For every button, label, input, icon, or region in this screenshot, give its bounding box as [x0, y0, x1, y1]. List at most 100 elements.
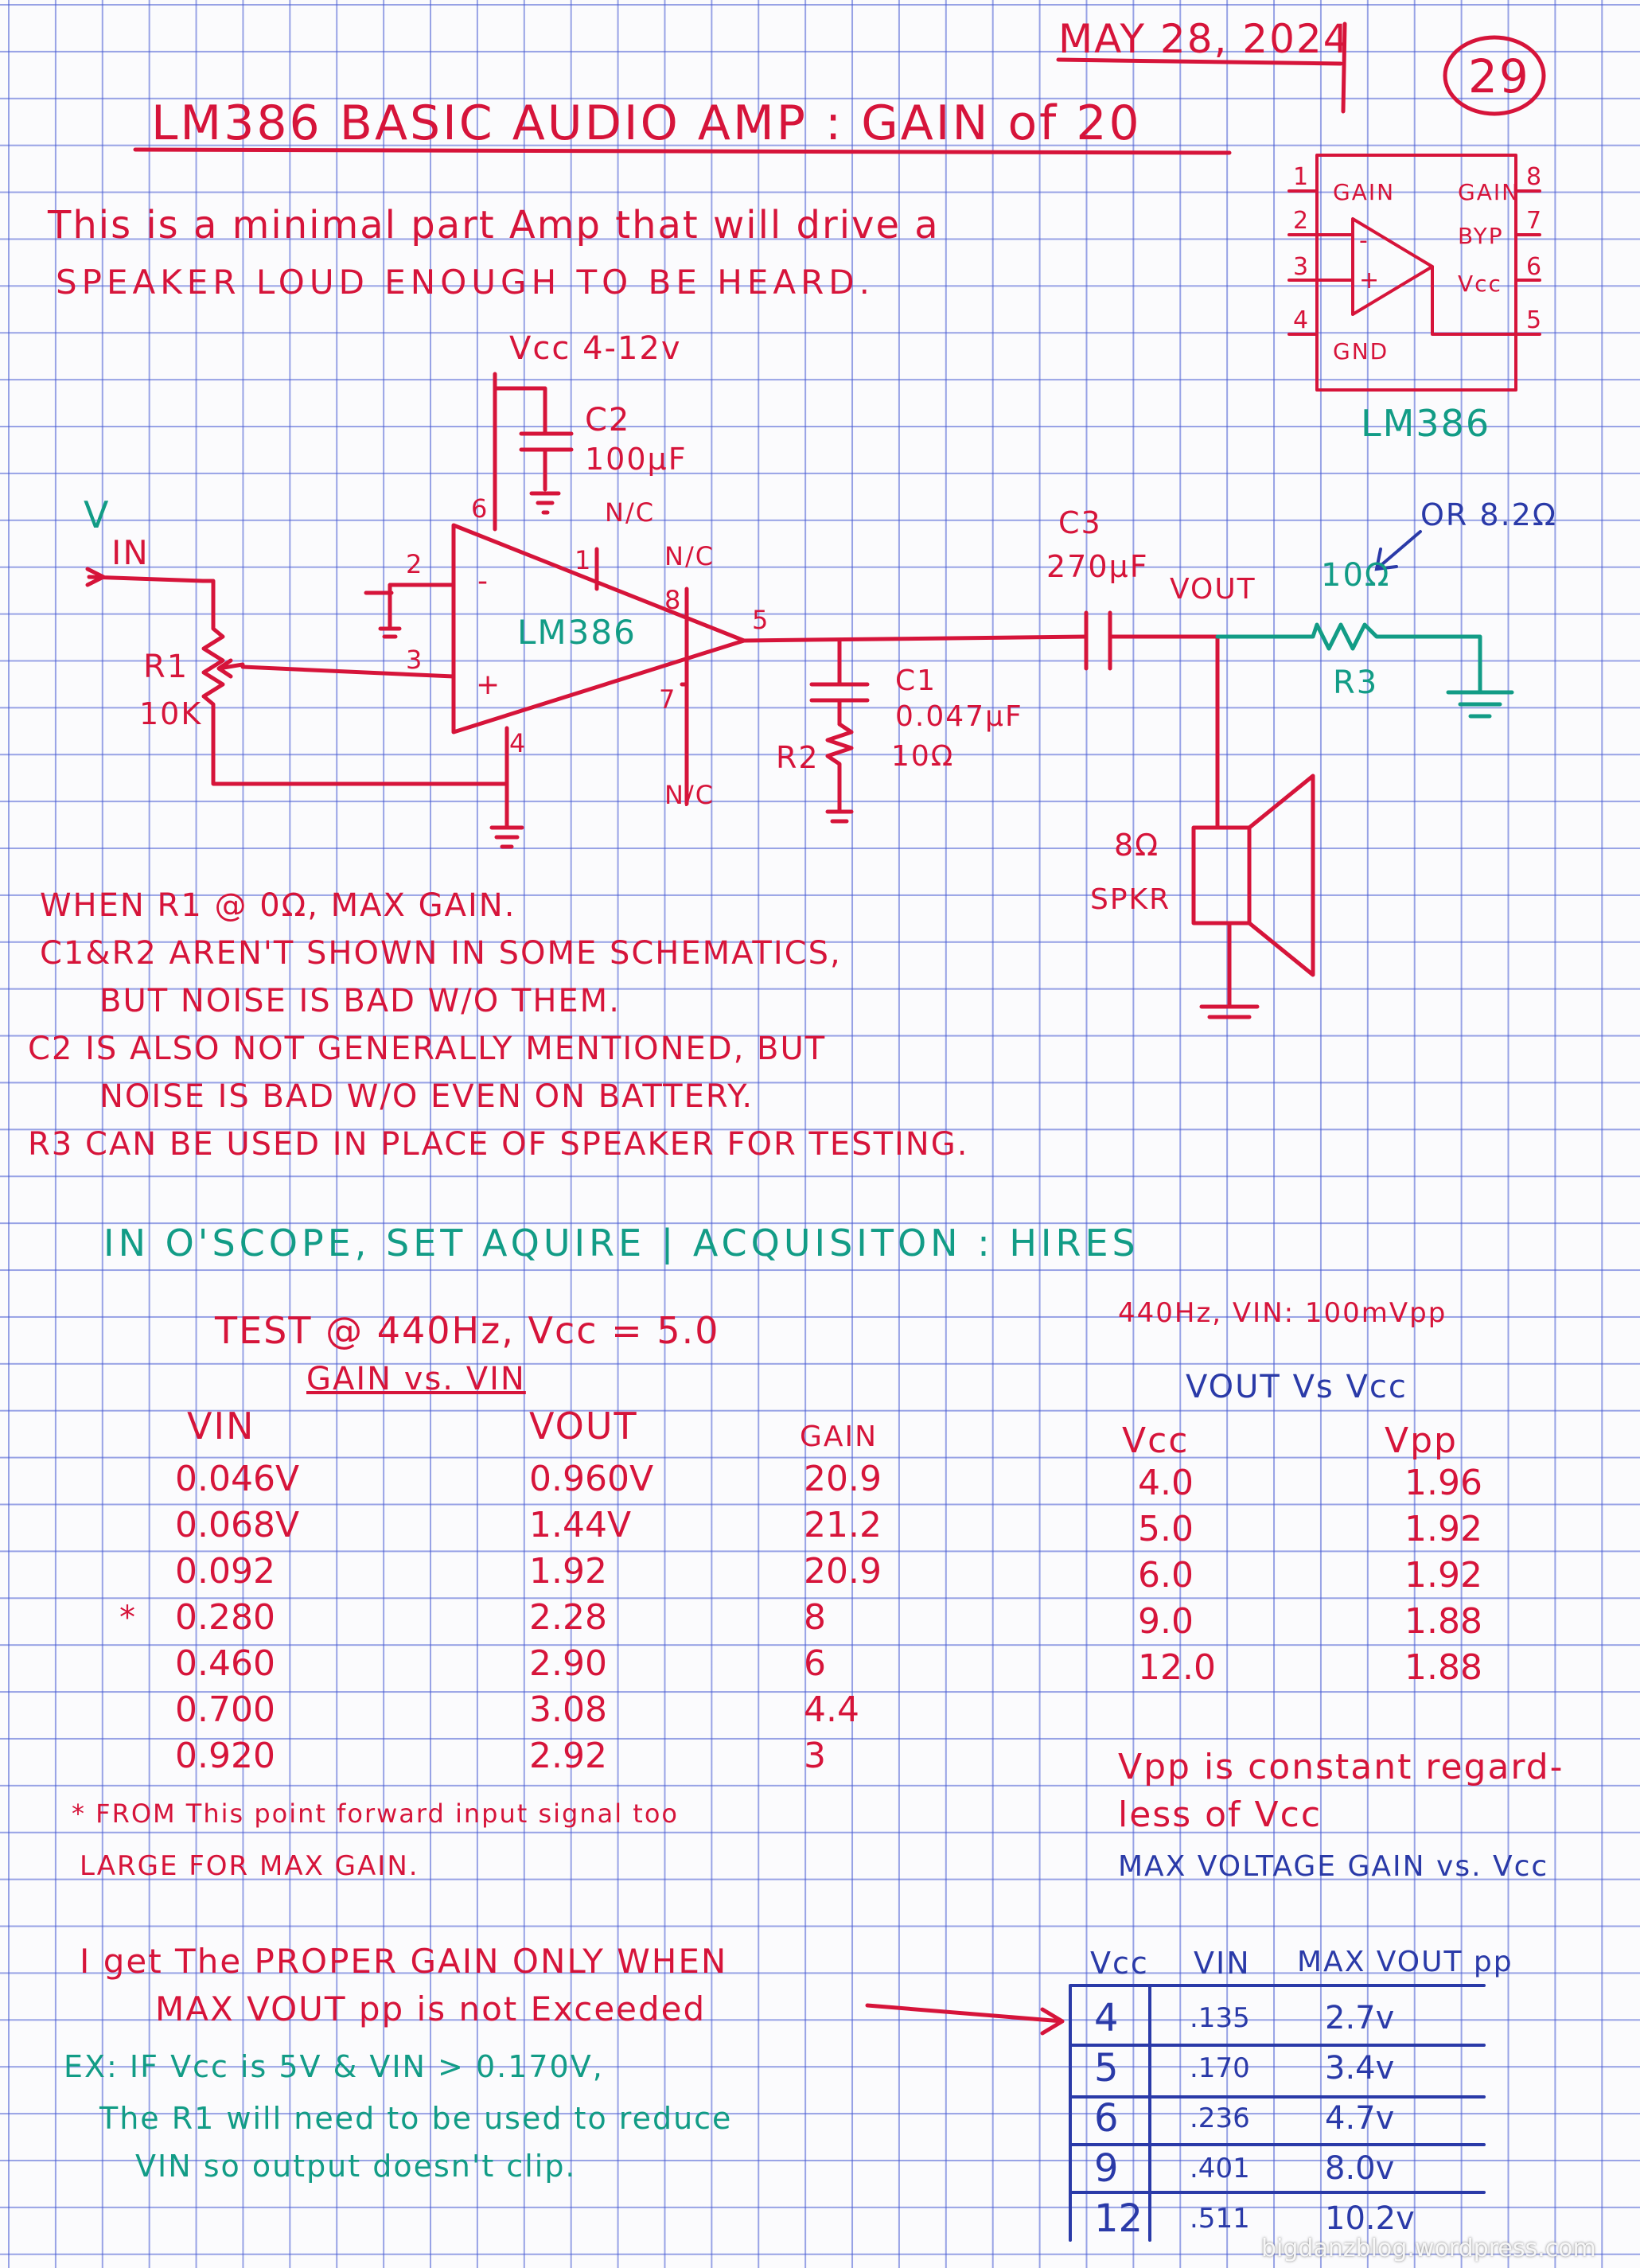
gain-vin-cell: 0.920 — [175, 1736, 275, 1776]
vout-vcc-cell: 6.0 — [1138, 1555, 1194, 1596]
date-text: MAY 28, 2024 — [1058, 16, 1350, 62]
nc-pin-8: N/C — [664, 541, 715, 571]
example-line-2: The R1 will need to be used to reduce — [99, 2101, 733, 2136]
note-3: BUT NOISE IS BAD w/o Them. — [99, 983, 621, 1019]
gain-vout-cell: 2.92 — [529, 1736, 607, 1776]
pin-7-label: 7 — [659, 684, 677, 715]
pin2-ground — [378, 626, 402, 639]
page-number: 29 — [1468, 49, 1530, 103]
gain-vin-cell: 0.460 — [175, 1643, 275, 1684]
pinout-opamp — [1315, 217, 1517, 336]
gain-vout-column: 0.960V 1.44V 1.92 2.28 2.90 3.08 2.92 — [529, 1456, 653, 1779]
gain-value-cell: 3 — [804, 1736, 826, 1776]
pinout-pin-8: 8 — [1526, 163, 1544, 191]
gain-vout-cell: 2.28 — [529, 1597, 607, 1638]
max-vcc-cell: 5 — [1094, 2046, 1119, 2091]
gain-vout-cell: 1.44V — [529, 1505, 632, 1545]
nc-pin-1: N/C — [605, 497, 656, 528]
max-vout-cell: 2.7v — [1325, 2000, 1395, 2036]
c2-name: C2 — [585, 402, 631, 438]
speaker-ground — [1199, 921, 1260, 1019]
gain-value-cell: 20.9 — [804, 1459, 882, 1499]
gain-value-cell: 20.9 — [804, 1551, 882, 1592]
r2-value: 10Ω — [891, 740, 955, 773]
max-vout-cell: 3.4v — [1325, 2050, 1395, 2087]
gain-value-cell: 21.2 — [804, 1505, 882, 1545]
gain-header-gain: GAIN — [800, 1420, 878, 1453]
gain-footnote-1: * FROM This point forward input signal t… — [72, 1798, 679, 1829]
vout-vcc-cell: 5.0 — [1138, 1509, 1194, 1549]
r1-value: 10K — [139, 696, 203, 731]
page-title: LM386 BASIC AUDIO AMP : GAIN of 20 — [151, 95, 1142, 151]
note-5: NOISE IS BAD W/O EVEN ON BATTERY. — [99, 1078, 754, 1115]
max-vcc-cell: 12 — [1094, 2196, 1143, 2241]
opamp-pin-wires — [493, 523, 689, 830]
max-vin-cell: .170 — [1190, 2052, 1250, 2084]
r3-alt-arrow — [1374, 530, 1422, 571]
pinout-pin-1: 1 — [1293, 163, 1311, 191]
r3-wire — [1215, 622, 1482, 695]
gain-header-vin: VIN — [187, 1405, 255, 1448]
vout-vpp-column: 1.96 1.92 1.92 1.88 1.88 — [1404, 1460, 1482, 1691]
pinout-plus: + — [1359, 267, 1381, 294]
c1-name: C1 — [895, 664, 937, 697]
pinout-pin-7: 7 — [1526, 207, 1544, 235]
max-header-vin: VIN — [1194, 1946, 1251, 1981]
r2-resistor — [825, 722, 854, 814]
chip-label: LM386 — [517, 613, 637, 652]
max-header-vcc: Vcc — [1090, 1946, 1149, 1981]
pinout-pin-5: 5 — [1526, 306, 1544, 334]
vout-vcc-cell: 4.0 — [1138, 1463, 1194, 1503]
note-6: R3 CAN BE USED IN PLACE OF SPEAKER FOR T… — [28, 1126, 969, 1163]
vout-header-vcc: Vcc — [1122, 1420, 1190, 1461]
vout-vpp-cell: 1.92 — [1404, 1509, 1482, 1549]
c3-name: C3 — [1058, 505, 1102, 540]
opamp-minus: - — [477, 565, 489, 598]
max-vcc-column: 4 5 6 9 12 — [1094, 1993, 1143, 2244]
in-label: IN — [111, 533, 150, 572]
vout-vcc-column: 4.0 5.0 6.0 9.0 12.0 — [1138, 1460, 1216, 1691]
c3-value: 270µF — [1046, 549, 1149, 584]
vcc-label: Vcc 4-12v — [509, 330, 682, 367]
gain-vin-cell: 0.046V — [175, 1459, 300, 1499]
pin-6-label: 6 — [471, 493, 489, 524]
r1-name: R1 — [143, 649, 189, 685]
max-vcc-cell: 4 — [1094, 1996, 1119, 2040]
max-table-lines — [1069, 1984, 1486, 2242]
gain-value-column: 20.9 21.2 20.9 8 6 4.4 3 — [804, 1456, 882, 1779]
page-number-circle — [1443, 35, 1546, 116]
pinout-pin-2: 2 — [1293, 207, 1311, 235]
r1-wiper — [216, 658, 456, 679]
pin-5-label: 5 — [752, 605, 770, 635]
speaker-cone — [1247, 774, 1315, 977]
pinout-pin-4: 4 — [1293, 306, 1311, 334]
vout-vcc-cell: 12.0 — [1138, 1647, 1216, 1688]
gain-vin-column: 0.046V 0.068V 0.092 0.280 0.460 0.700 0.… — [175, 1456, 299, 1779]
gain-vout-cell: 3.08 — [529, 1689, 607, 1730]
gain-footnote-2: LARGE FOR MAX GAIN. — [80, 1850, 419, 1882]
max-table-title: MAX VOLTAGE GAIN vs. Vcc — [1118, 1850, 1549, 1883]
input-arrow — [85, 567, 216, 599]
note-2: C1&R2 AREN'T SHOWN IN SOME SCHEMATICS, — [40, 935, 842, 972]
max-vcc-cell: 6 — [1094, 2096, 1119, 2141]
vout-vpp-cell: 1.88 — [1404, 1601, 1482, 1642]
vout-vpp-cell: 1.92 — [1404, 1555, 1482, 1596]
speaker-ohms: 8Ω — [1114, 828, 1160, 863]
r3-alt-value: OR 8.2Ω — [1420, 497, 1557, 532]
pinout-vcc-right: Vcc — [1458, 271, 1502, 297]
pin-3-label: 3 — [406, 645, 424, 675]
max-header-vout: MAX VOUT pp — [1297, 1946, 1513, 1978]
c1-r2-ground — [825, 809, 854, 824]
pinout-pin-6: 6 — [1526, 253, 1544, 281]
c1-value: 0.047µF — [895, 700, 1023, 733]
conclusion-arrow — [865, 2003, 1065, 2036]
pinout-minus: - — [1359, 227, 1369, 255]
max-vin-cell: .511 — [1190, 2203, 1250, 2235]
gain-vout-cell: 1.92 — [529, 1551, 607, 1592]
pinout-gain-left: GAIN — [1333, 179, 1396, 205]
gain-header-vout: VOUT — [529, 1405, 638, 1448]
max-vin-cell: .401 — [1190, 2153, 1250, 2184]
pinout-chip-label: LM386 — [1361, 402, 1491, 445]
pinout-pin-3: 3 — [1293, 253, 1311, 281]
r3-value: 10Ω — [1321, 557, 1391, 594]
